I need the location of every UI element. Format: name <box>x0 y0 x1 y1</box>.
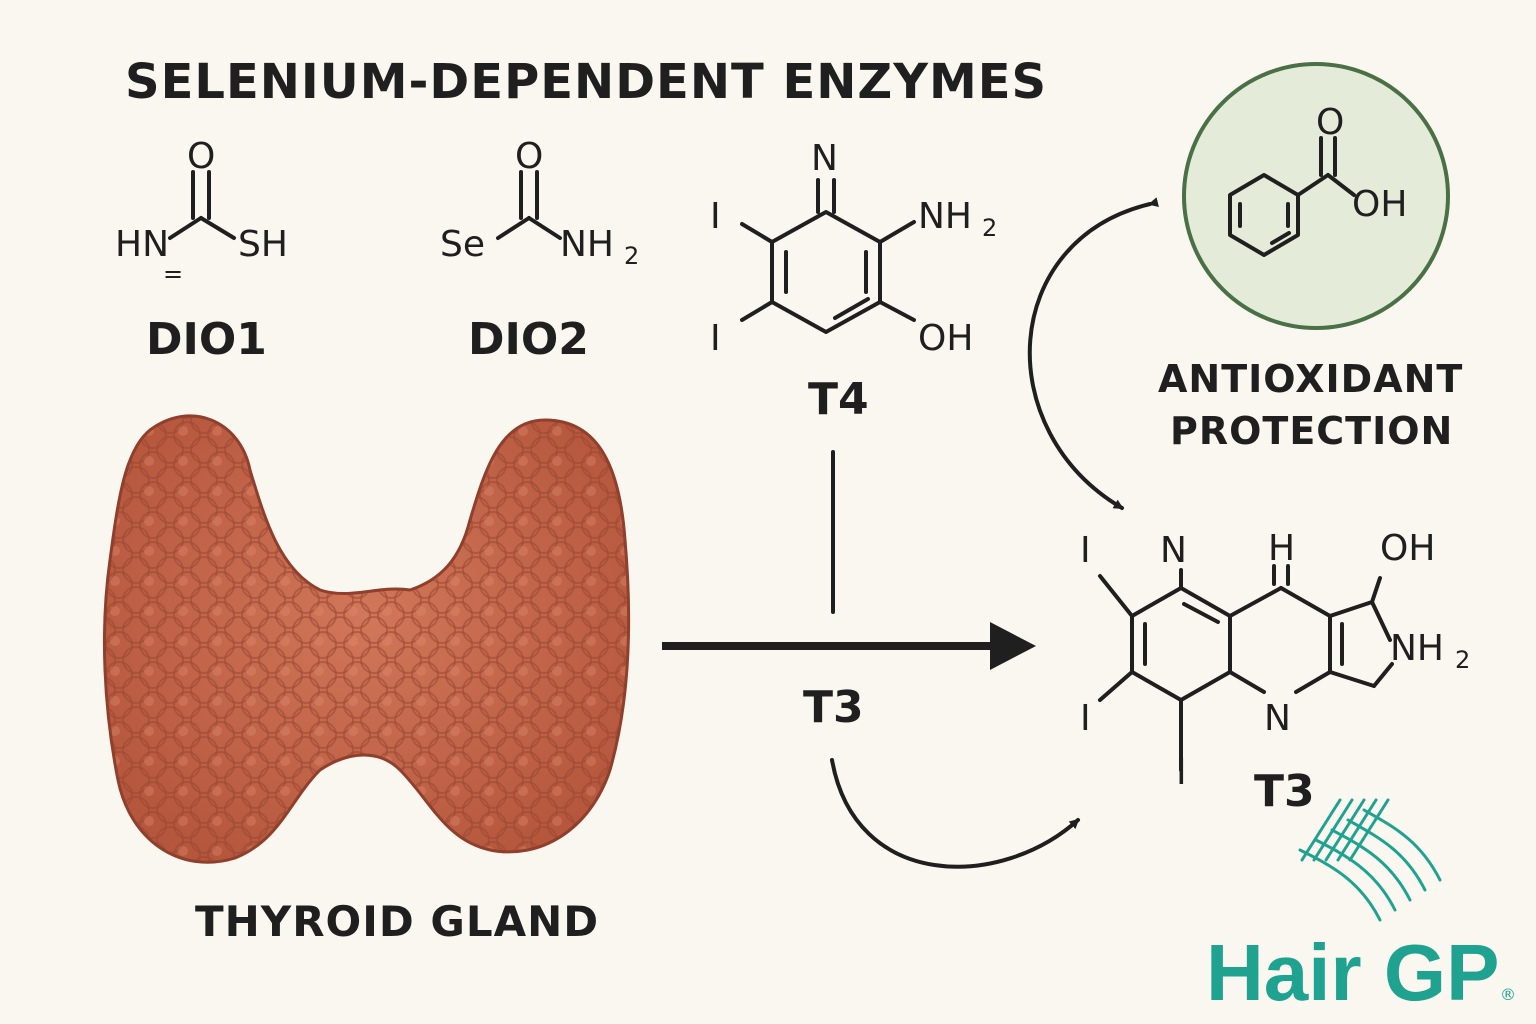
t3-label: T3 <box>1254 766 1315 817</box>
dio2-label: DIO2 <box>468 314 589 365</box>
t3-hydrogen-label: H <box>1268 528 1295 569</box>
t3-iodine-middle-label: I <box>1080 698 1091 739</box>
antioxidant-double-arrow <box>1027 197 1159 510</box>
benzoic-oxygen-label: O <box>1316 102 1344 143</box>
t3-nitrogen-bottom-label: N <box>1264 698 1291 739</box>
t3-oh-label: OH <box>1380 528 1435 569</box>
dio1-hn-label: HN <box>115 224 169 265</box>
thyroid-gland-illustration <box>102 414 631 864</box>
arrow-t3-label: T3 <box>803 682 864 733</box>
diagram-title: SELENIUM-DEPENDENT ENZYMES <box>125 54 1047 110</box>
antioxidant-badge: O OH <box>1182 62 1450 330</box>
t4-iodine-bottom-label: I <box>710 318 721 359</box>
t3-nh-label: NH <box>1390 628 1444 669</box>
t3-iodine-bottom-label: I <box>1176 752 1187 793</box>
t4-structure: N NH 2 I I OH T4 <box>710 138 997 425</box>
t4-nitrogen-label: N <box>811 138 838 179</box>
t3-nitrogen-top-label: N <box>1160 530 1187 571</box>
thyroid-gland-label: THYROID GLAND <box>195 897 599 946</box>
t3-iodine-top-label: I <box>1080 530 1091 571</box>
dio2-oxygen-label: O <box>515 136 543 177</box>
dio1-oxygen-label: O <box>187 136 215 177</box>
dio2-se-label: Se <box>440 224 485 265</box>
brand-wave-icon <box>1298 798 1442 922</box>
dio1-sh-label: SH <box>238 224 288 265</box>
t3-subscript: 2 <box>1455 646 1470 674</box>
benzoic-oh-label: OH <box>1352 184 1407 225</box>
t4-nh-label: NH <box>918 196 972 237</box>
antioxidant-label-line1: ANTIOXIDANT <box>1158 357 1463 401</box>
curved-arrow-to-t3 <box>830 758 1080 869</box>
antioxidant-label-line2: PROTECTION <box>1170 409 1453 453</box>
brand-logo-text: Hair GP <box>1206 928 1499 1017</box>
dio1-label: DIO1 <box>146 314 267 365</box>
dio2-nh-label: NH <box>560 224 614 265</box>
dio1-double-bond-mark: = <box>163 260 183 288</box>
main-conversion-arrow <box>662 622 1036 670</box>
brand-registered-mark: ® <box>1500 985 1516 1004</box>
dio2-structure: O Se NH 2 DIO2 <box>440 136 639 365</box>
t4-iodine-top-label: I <box>710 196 721 237</box>
t4-oh-label: OH <box>918 318 973 359</box>
t4-label: T4 <box>808 374 869 425</box>
t4-subscript: 2 <box>982 214 997 242</box>
dio2-subscript: 2 <box>624 242 639 270</box>
dio1-structure: O HN SH = DIO1 <box>115 136 288 365</box>
t3-structure: I N H OH NH 2 I N I T3 <box>1080 528 1470 817</box>
